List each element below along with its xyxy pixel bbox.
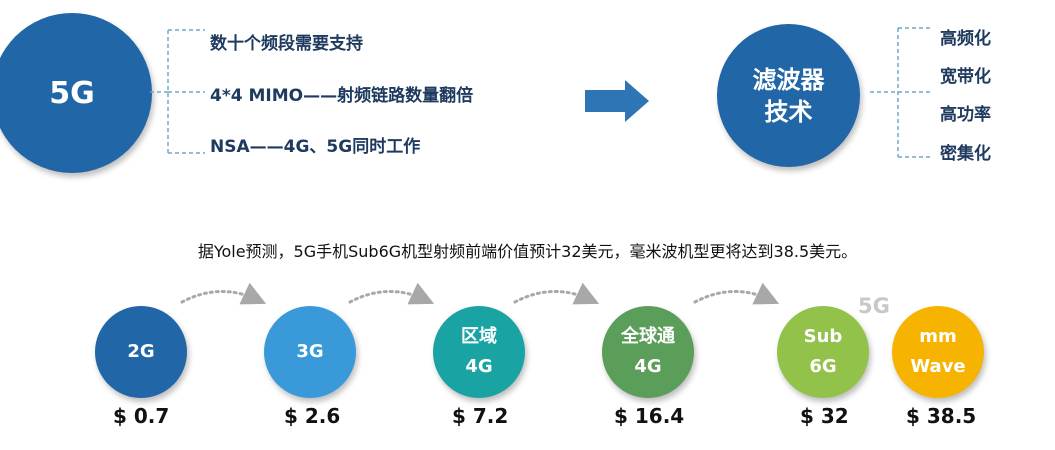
- requirement-mimo: 4*4 MIMO——射频链路数量翻倍: [210, 86, 474, 106]
- generation-global-4g-label-line2: 4G: [634, 356, 662, 377]
- feature-high-frequency: 高频化: [940, 29, 991, 49]
- price-2g: $ 0.7: [113, 404, 170, 428]
- filter-tech-label-line2: 技术: [764, 97, 813, 126]
- right-arrow-icon: [585, 80, 649, 122]
- price-3g: $ 2.6: [284, 404, 341, 428]
- price-sub6g: $ 32: [800, 404, 849, 428]
- price-global-4g: $ 16.4: [614, 404, 685, 428]
- feature-high-power: 高功率: [940, 105, 991, 125]
- generation-3g-circle: 3G: [264, 306, 356, 398]
- generation-progress-arrows: [180, 282, 780, 305]
- generation-3g-label: 3G: [296, 341, 324, 362]
- generation-sub6g-circle: Sub 6G: [777, 306, 869, 398]
- generation-mmwave-label-line1: mm: [919, 326, 957, 347]
- generation-global-4g-label-line1: 全球通: [621, 326, 675, 347]
- price-mmwave: $ 38.5: [906, 404, 977, 428]
- generation-regional-4g-circle: 区域 4G: [433, 306, 525, 398]
- requirement-bands: 数十个频段需要支持: [210, 34, 363, 54]
- 5g-circle: 5G: [0, 13, 152, 173]
- generation-2g-label: 2G: [127, 341, 155, 362]
- features-bracket: [870, 27, 932, 158]
- requirements-bracket: [150, 29, 205, 154]
- 5g-circle-label: 5G: [49, 75, 95, 111]
- generation-2g-circle: 2G: [95, 306, 187, 398]
- forecast-note: 据Yole预测，5G手机Sub6G机型射频前端价值预计32美元，毫米波机型更将达…: [197, 242, 858, 261]
- 5g-group-label: 5G: [858, 294, 890, 318]
- generation-regional-4g-label-line2: 4G: [465, 356, 493, 377]
- feature-broadband: 宽带化: [940, 67, 991, 87]
- generation-regional-4g-label-line1: 区域: [461, 326, 497, 347]
- generation-sub6g-label-line2: 6G: [809, 356, 837, 377]
- generation-global-4g-circle: 全球通 4G: [602, 306, 694, 398]
- generation-mmwave-label-line2: Wave: [910, 356, 966, 377]
- requirement-nsa: NSA——4G、5G同时工作: [210, 137, 421, 157]
- generation-sub6g-label-line1: Sub: [803, 326, 843, 347]
- feature-dense: 密集化: [940, 144, 991, 164]
- price-regional-4g: $ 7.2: [452, 404, 509, 428]
- filter-tech-label-line1: 滤波器: [752, 65, 825, 94]
- filter-tech-circle: 滤波器 技术: [717, 24, 860, 167]
- generation-mmwave-circle: mm Wave: [892, 306, 984, 398]
